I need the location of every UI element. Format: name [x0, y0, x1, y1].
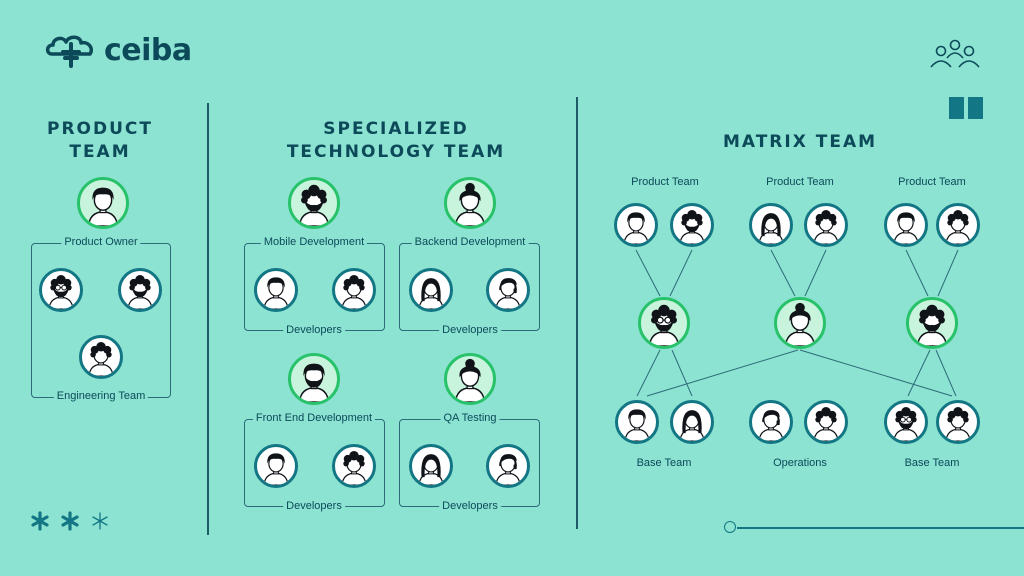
team-member-avatar-icon [670, 203, 714, 247]
team-member-avatar-icon [936, 400, 980, 444]
team-member-avatar-icon [614, 203, 658, 247]
team-member-avatar-icon [749, 203, 793, 247]
qa-developers-label: Developers [439, 500, 501, 512]
team-member-avatar-icon [254, 444, 298, 488]
team-member-avatar-icon [118, 268, 162, 312]
team-member-avatar-icon [332, 444, 376, 488]
team-member-avatar-icon [670, 400, 714, 444]
team-lead-avatar-icon [444, 353, 496, 405]
pause-icon [949, 97, 983, 119]
team-member-avatar-icon [486, 444, 530, 488]
matrix-bottom-label-3: Base Team [904, 457, 960, 469]
product-owner-label: Product Owner [61, 236, 141, 248]
team-member-avatar-icon [884, 400, 928, 444]
slider-track [737, 527, 1024, 529]
slider-knob[interactable] [724, 521, 736, 533]
matrix-bottom-label-2: Operations [773, 457, 827, 469]
asterisks-decoration [31, 511, 108, 531]
matrix-top-label-1: Product Team [631, 176, 699, 188]
team-member-avatar-icon [615, 400, 659, 444]
cloud-tree-logo-icon [45, 35, 94, 68]
team-member-avatar-icon [254, 268, 298, 312]
matrix-team-heading: MATRIX TEAM [722, 132, 878, 152]
mobile-development-label: Mobile Development [260, 236, 368, 248]
team-member-avatar-icon [804, 203, 848, 247]
team-lead-avatar-icon [288, 353, 340, 405]
team-lead-avatar-icon [638, 297, 690, 349]
asterisk-icon [31, 511, 49, 531]
frontend-developers-label: Developers [283, 500, 345, 512]
team-member-avatar-icon [409, 444, 453, 488]
team-member-avatar-icon [749, 400, 793, 444]
brand-name: ceiba [104, 32, 192, 68]
team-member-avatar-icon [486, 268, 530, 312]
team-member-avatar-icon [936, 203, 980, 247]
matrix-top-label-3: Product Team [898, 176, 966, 188]
team-member-avatar-icon [884, 203, 928, 247]
backend-developers-label: Developers [439, 324, 501, 336]
team-member-avatar-icon [804, 400, 848, 444]
qa-testing-label: QA Testing [440, 412, 500, 424]
team-lead-avatar-icon [288, 177, 340, 229]
asterisk-icon [61, 511, 79, 531]
team-lead-avatar-icon [906, 297, 958, 349]
divider-left [207, 103, 209, 535]
team-member-avatar-icon [79, 335, 123, 379]
matrix-top-label-2: Product Team [766, 176, 834, 188]
matrix-bottom-label-1: Base Team [636, 457, 692, 469]
team-member-avatar-icon [39, 268, 83, 312]
frontend-development-label: Front End Development [252, 412, 376, 424]
team-lead-avatar-icon [774, 297, 826, 349]
team-lead-avatar-icon [444, 177, 496, 229]
logo: ceiba [44, 30, 192, 70]
team-member-avatar-icon [332, 268, 376, 312]
team-lead-avatar-icon [77, 177, 129, 229]
product-team-heading: PRODUCT TEAM [47, 119, 153, 162]
divider-right [576, 97, 578, 529]
team-member-avatar-icon [409, 268, 453, 312]
specialized-team-heading: SPECIALIZED TECHNOLOGY TEAM [286, 119, 506, 162]
asterisk-outline-icon [92, 512, 108, 530]
mobile-developers-label: Developers [283, 324, 345, 336]
people-group-icon [930, 39, 980, 68]
backend-development-label: Backend Development [411, 236, 529, 248]
engineering-team-label: Engineering Team [53, 390, 149, 402]
